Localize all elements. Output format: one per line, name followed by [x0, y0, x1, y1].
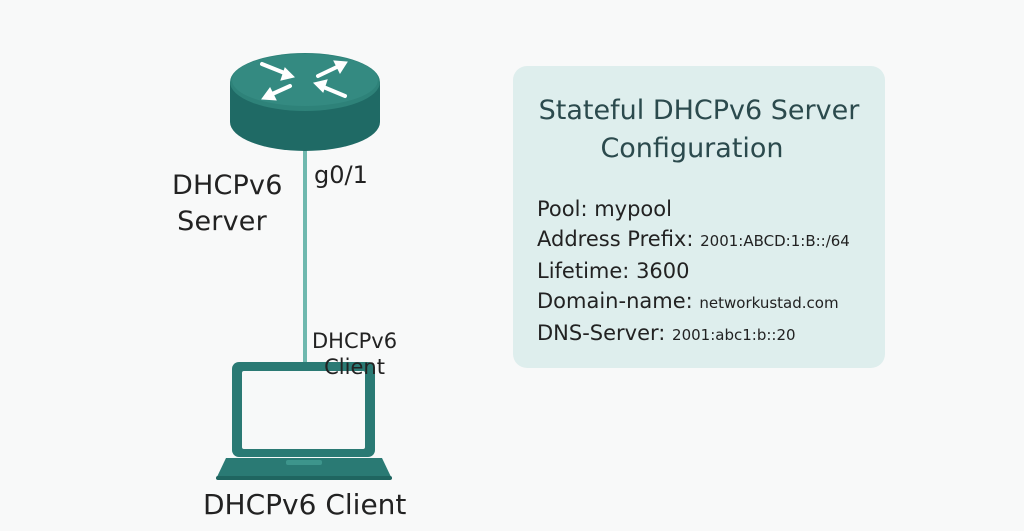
- config-value: mypool: [594, 197, 672, 221]
- config-key: Domain-name:: [537, 289, 693, 313]
- client-inline-label: DHCPv6 Client: [312, 328, 397, 380]
- config-value: networkustad.com: [699, 294, 839, 312]
- config-item-lifetime: Lifetime: 3600: [537, 256, 850, 286]
- config-item-address-prefix: Address Prefix: 2001:ABCD:1:B::/64: [537, 224, 850, 256]
- config-key: DNS-Server:: [537, 321, 666, 345]
- router-label: DHCPv6 Server: [172, 168, 283, 240]
- interface-label: g0/1: [314, 161, 368, 189]
- router-label-line2: Server: [177, 206, 267, 237]
- config-item-domain-name: Domain-name: networkustad.com: [537, 286, 850, 318]
- config-card: Stateful DHCPv6 Server Configuration Poo…: [513, 66, 885, 368]
- router-icon: [230, 53, 380, 151]
- client-inline-line2: Client: [324, 355, 385, 379]
- config-title-line2: Configuration: [600, 133, 784, 164]
- config-value: 2001:ABCD:1:B::/64: [700, 232, 850, 250]
- config-key: Address Prefix:: [537, 227, 694, 251]
- laptop-icon: [216, 362, 392, 480]
- config-key: Pool:: [537, 197, 588, 221]
- config-value: 2001:abc1:b::20: [672, 326, 796, 344]
- client-inline-line1: DHCPv6: [312, 329, 398, 353]
- config-title-line1: Stateful DHCPv6 Server: [538, 95, 860, 126]
- router-label-line1: DHCPv6: [172, 170, 283, 201]
- config-value: 3600: [636, 259, 690, 283]
- config-item-dns-server: DNS-Server: 2001:abc1:b::20: [537, 318, 850, 350]
- config-title: Stateful DHCPv6 Server Configuration: [513, 92, 885, 168]
- config-list: Pool: mypool Address Prefix: 2001:ABCD:1…: [537, 194, 850, 350]
- client-label: DHCPv6 Client: [203, 488, 407, 521]
- config-key: Lifetime:: [537, 259, 630, 283]
- config-item-pool: Pool: mypool: [537, 194, 850, 224]
